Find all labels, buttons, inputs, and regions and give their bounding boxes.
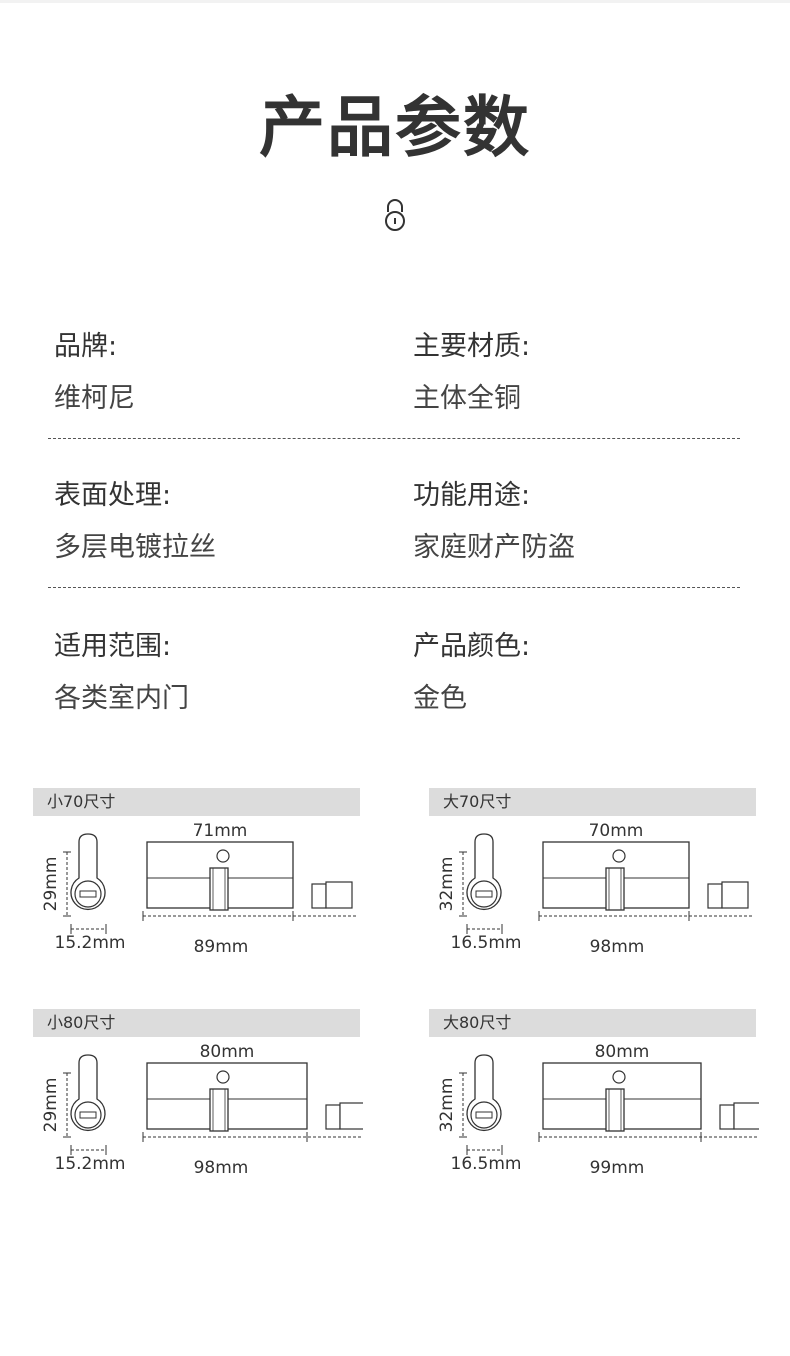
height-label: 32mm [437, 857, 457, 912]
thumb-turn-knob [339, 1102, 363, 1130]
top-length-label: 80mm [200, 1042, 255, 1062]
height-label: 29mm [41, 1078, 61, 1133]
lock-cylinder-drawing: 32mm 16.5mm 70mm 98mm [437, 821, 754, 957]
dimension-panel-title: 大80尺寸 [429, 1009, 756, 1037]
dimension-panel-large-70: 大70尺寸 32mm 16.5mm 70mm 98mm [429, 788, 759, 988]
thumb-turn-collar [719, 1104, 735, 1130]
keyhole-ring [470, 880, 498, 908]
spec-value: 维柯尼 [54, 383, 135, 414]
spec-value: 多层电镀拉丝 [54, 532, 216, 563]
thumb-turn-knob [733, 1102, 759, 1130]
spec-label: 表面处理: [54, 480, 172, 511]
spec-value: 金色 [413, 683, 467, 714]
thumb-turn-knob [325, 881, 353, 909]
top-length-label: 70mm [589, 821, 644, 841]
dimension-panel-large-80: 大80尺寸 32mm 16.5mm 80mm 99mm [429, 1009, 759, 1209]
spec-label: 功能用途: [413, 480, 531, 511]
dashed-divider [48, 587, 740, 588]
keyhole-slot [475, 890, 493, 898]
dimension-panel-title: 小80尺寸 [33, 1009, 360, 1037]
total-length-label: 89mm [194, 937, 249, 957]
screw-hole [216, 1070, 230, 1084]
dimension-panel-title: 大70尺寸 [429, 788, 756, 816]
spec-value: 各类室内门 [54, 683, 189, 714]
top-length-label: 80mm [595, 1042, 650, 1062]
keyhole-slot [79, 890, 97, 898]
top-divider [0, 0, 790, 3]
dimension-panel-small-70: 小70尺寸 29mm 15.2mm 71mm 89mm [33, 788, 363, 988]
face-width-label: 16.5mm [451, 1154, 522, 1174]
spec-label: 适用范围: [54, 631, 172, 662]
spec-label: 产品颜色: [413, 631, 531, 662]
lock-cylinder-drawing: 32mm 16.5mm 80mm 99mm [437, 1042, 759, 1178]
dimension-panel-title: 小70尺寸 [33, 788, 360, 816]
top-length-label: 71mm [193, 821, 248, 841]
screw-hole [216, 849, 230, 863]
face-width-label: 15.2mm [55, 1154, 126, 1174]
keyhole-ring [74, 1101, 102, 1129]
lock-cylinder-drawing: 29mm 15.2mm 80mm 98mm [41, 1042, 363, 1178]
height-label: 32mm [437, 1078, 457, 1133]
total-length-label: 98mm [194, 1158, 249, 1178]
face-width-label: 15.2mm [55, 933, 126, 953]
face-width-label: 16.5mm [451, 933, 522, 953]
total-length-label: 99mm [590, 1158, 645, 1178]
thumb-turn-knob [721, 881, 749, 909]
keyhole-ring [470, 1101, 498, 1129]
spec-value: 家庭财产防盗 [413, 532, 575, 563]
spec-label: 主要材质: [413, 331, 531, 362]
keyhole-slot [79, 1111, 97, 1119]
lock-icon [385, 199, 405, 231]
keyhole-ring [74, 880, 102, 908]
page-title: 产品参数 [259, 89, 531, 166]
thumb-turn-collar [325, 1104, 341, 1130]
cam-block [209, 1088, 229, 1132]
dimension-panel-small-80: 小80尺寸 29mm 15.2mm 80mm 98mm [33, 1009, 363, 1209]
cam-block [209, 867, 229, 911]
cam-block [605, 1088, 625, 1132]
spec-row: 品牌: 维柯尼 主要材质: 主体全铜 [0, 333, 790, 483]
keyhole-slot [475, 1111, 493, 1119]
dashed-divider [48, 438, 740, 439]
cam-block [605, 867, 625, 911]
thumb-turn-collar [311, 883, 327, 909]
screw-hole [612, 1070, 626, 1084]
thumb-turn-collar [707, 883, 723, 909]
screw-hole [612, 849, 626, 863]
spec-label: 品牌: [54, 331, 118, 362]
spec-row: 适用范围: 各类室内门 产品颜色: 金色 [0, 633, 790, 783]
total-length-label: 98mm [590, 937, 645, 957]
spec-value: 主体全铜 [413, 383, 521, 414]
height-label: 29mm [41, 857, 61, 912]
spec-row: 表面处理: 多层电镀拉丝 功能用途: 家庭财产防盗 [0, 482, 790, 632]
lock-cylinder-drawing: 29mm 15.2mm 71mm 89mm [41, 821, 358, 957]
